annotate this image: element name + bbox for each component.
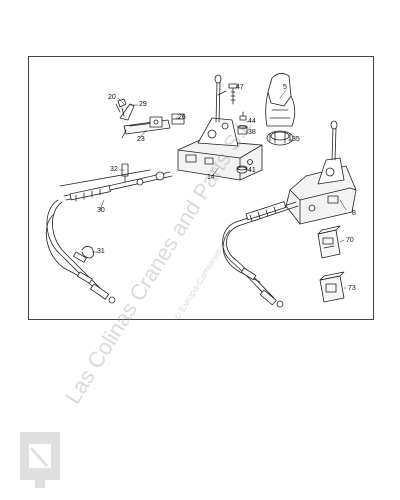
shift-lever-left	[214, 74, 227, 123]
leader-lines	[91, 85, 347, 289]
callout-73: 73	[348, 285, 356, 292]
shift-cable-left-2	[45, 169, 151, 284]
shift-cable-right-1	[222, 201, 299, 308]
callout-47: 47	[236, 84, 244, 91]
clip-20	[115, 103, 121, 113]
callout-35: 35	[292, 136, 300, 143]
callout-14: 14	[207, 174, 215, 181]
callout-29: 29	[139, 101, 147, 108]
shift-knob-boot	[265, 73, 296, 127]
shift-lever-right	[330, 120, 338, 161]
callout-5: 5	[283, 84, 287, 91]
callout-26: 26	[178, 114, 186, 121]
cable-clamp-32	[121, 163, 129, 183]
callout-44: 44	[248, 118, 256, 125]
callout-20: 20	[108, 94, 116, 101]
callout-70: 70	[346, 237, 354, 244]
callout-32: 32	[110, 166, 118, 173]
retaining-ring	[266, 130, 294, 146]
watermark-logo	[20, 432, 60, 488]
clip-29	[117, 98, 127, 117]
switch-73	[319, 271, 345, 303]
callout-41: 41	[248, 167, 256, 174]
circlip-31	[81, 246, 94, 259]
callout-8: 8	[352, 210, 356, 217]
shift-cable-right-2	[222, 229, 261, 283]
spacer-38	[237, 125, 248, 135]
linkage-bracket	[119, 103, 185, 139]
callout-30: 30	[97, 207, 105, 214]
shifter-housing-right	[285, 157, 357, 225]
callout-31: 31	[97, 248, 105, 255]
nut-44	[239, 111, 247, 121]
callout-23: 23	[137, 136, 145, 143]
control-module-70	[317, 225, 341, 259]
callout-38: 38	[248, 129, 256, 136]
